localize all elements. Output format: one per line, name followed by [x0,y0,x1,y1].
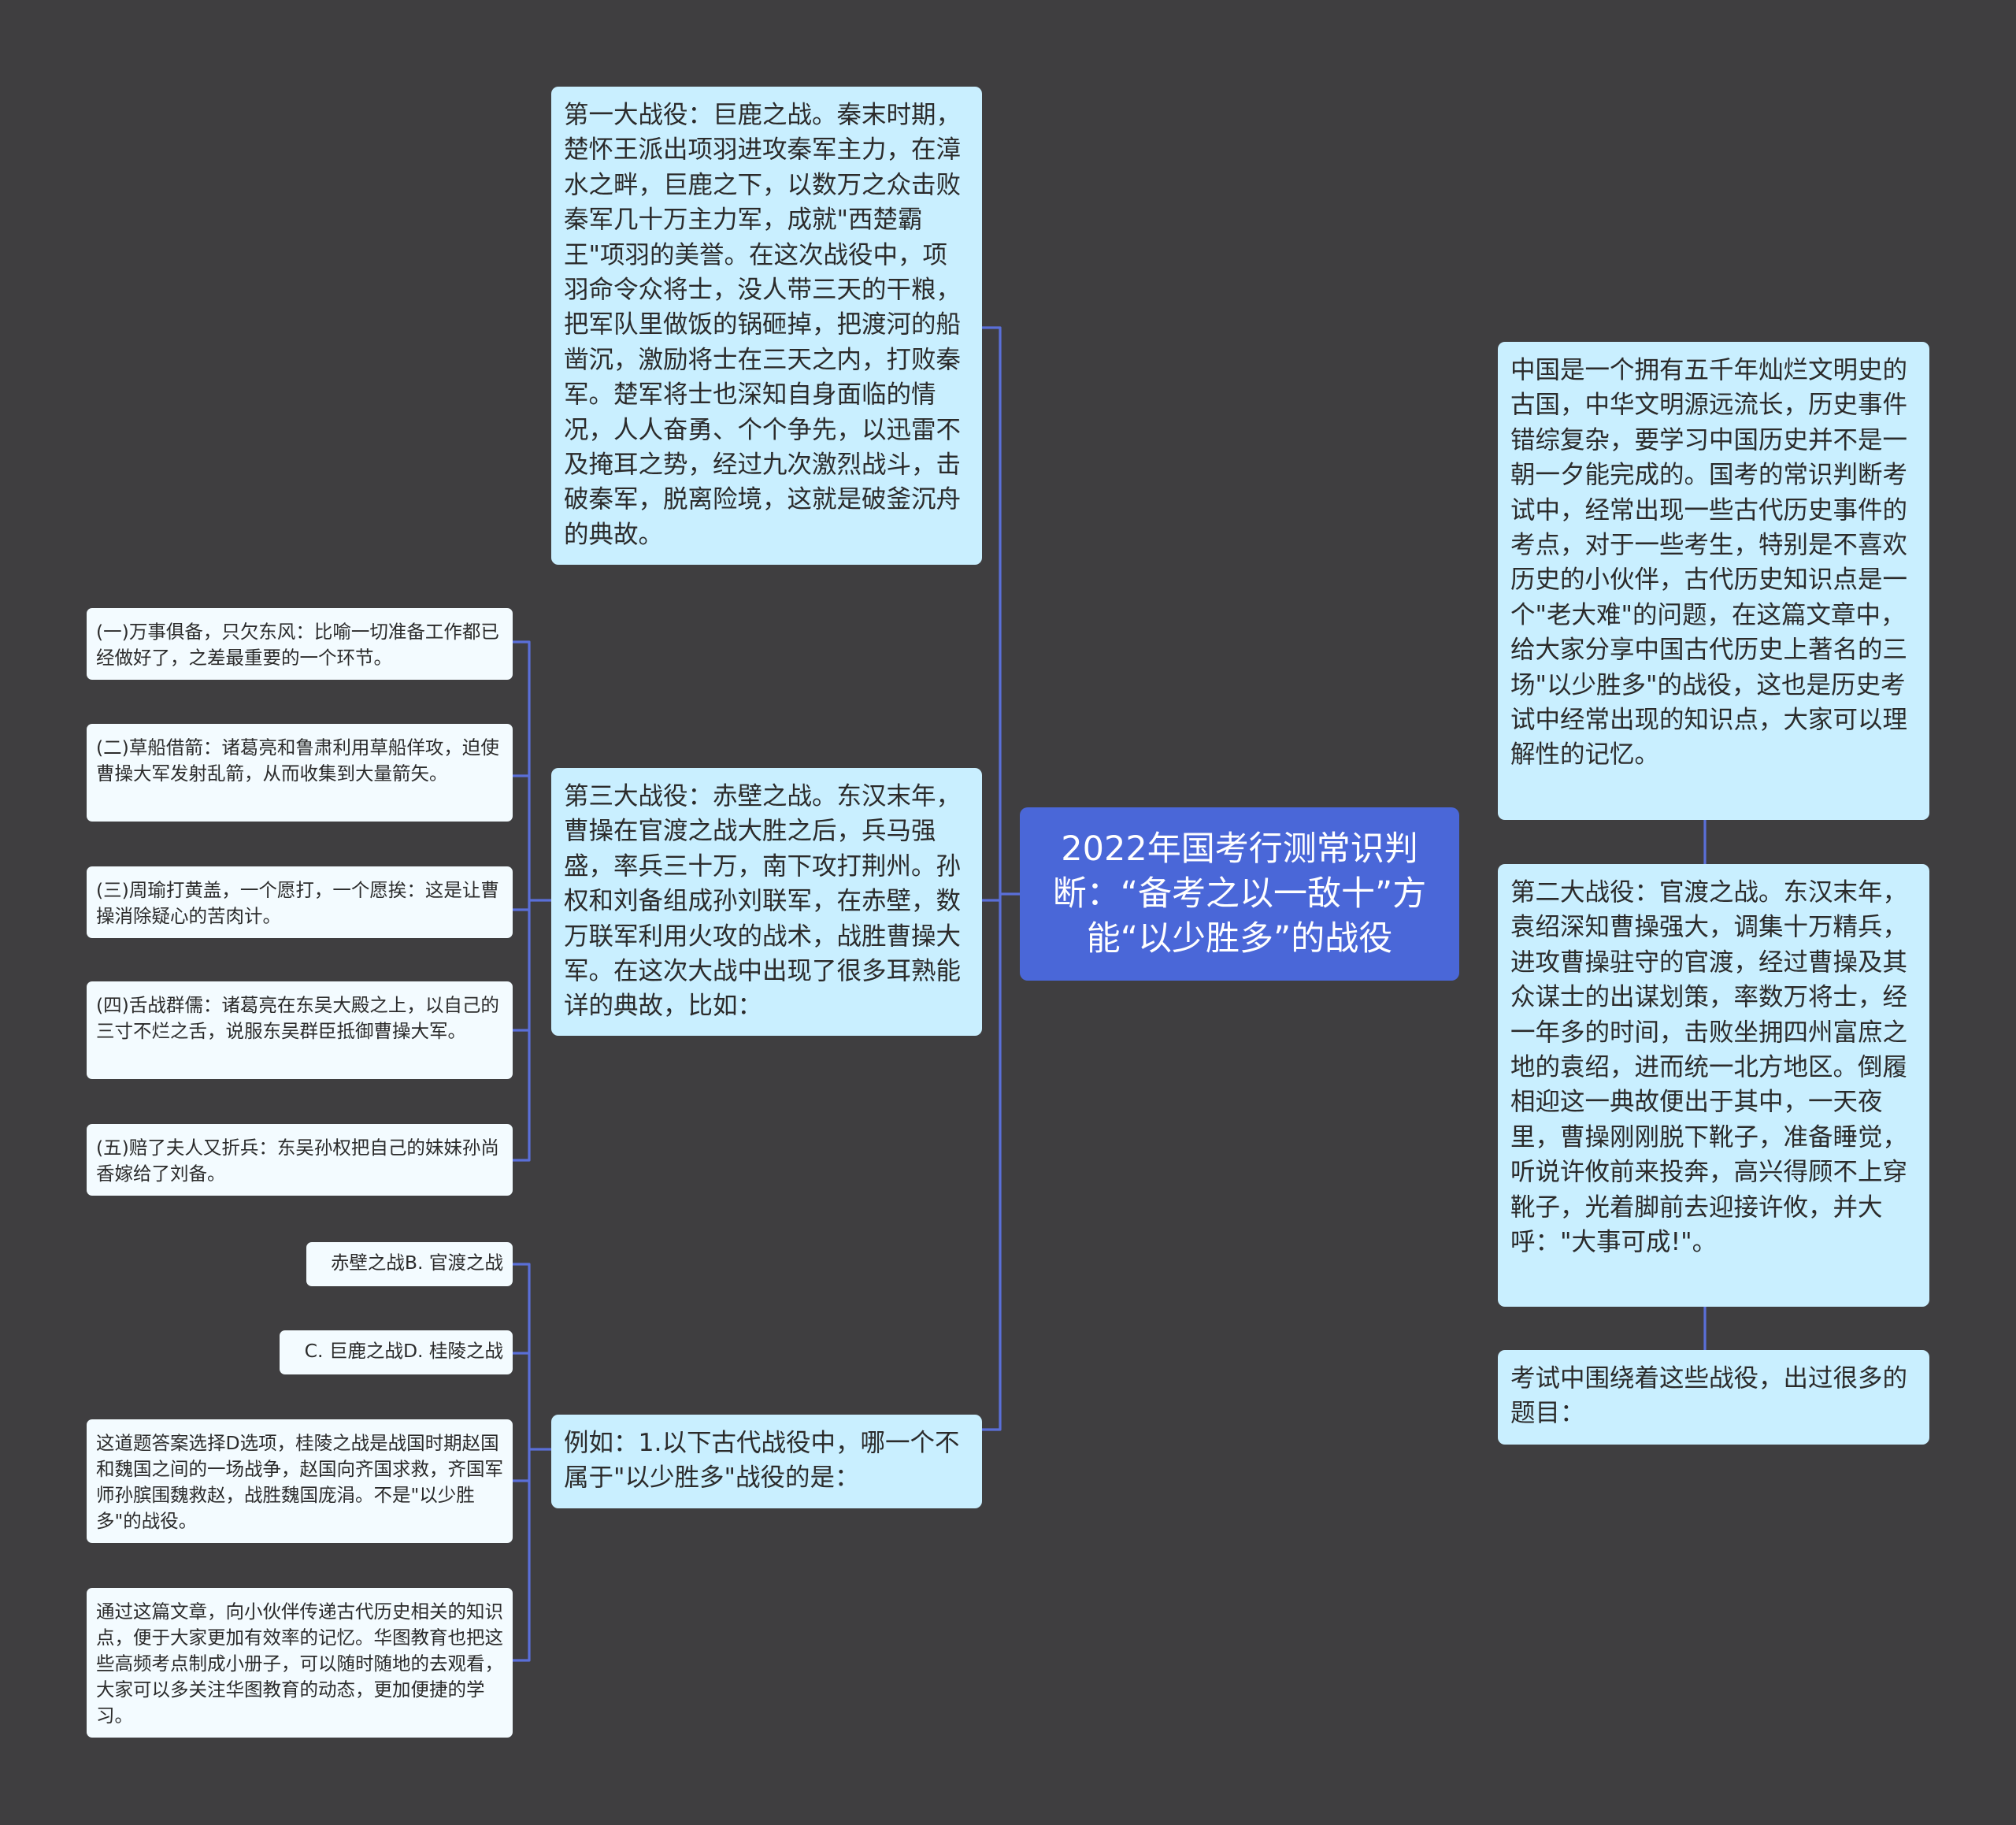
link-example-children [511,1263,553,1662]
branch-battle-julu[interactable]: 第一大战役：巨鹿之战。秦末时期，楚怀王派出项羽进攻秦军主力，在漳水之畔，巨鹿之下… [551,87,982,565]
leaf-closing-note[interactable]: 通过这篇文章，向小伙伴传递古代历史相关的知识点，便于大家更加有效率的记忆。华图教… [87,1588,513,1738]
leaf-chibi-idiom-1[interactable]: (一)万事俱备，只欠东风：比喻一切准备工作都已经做好了，之差最重要的一个环节。 [87,608,513,680]
link-root-left [980,326,1021,1431]
leaf-option-ab[interactable]: 赤壁之战B. 官渡之战 [306,1242,513,1286]
leaf-chibi-idiom-3[interactable]: (三)周瑜打黄盖，一个愿打，一个愿挨：这是让曹操消除疑心的苦肉计。 [87,866,513,938]
root-topic-label: 2022年国考行测常识判断：“备考之以一敌十”方能“以少胜多”的战役 [1052,829,1427,959]
leaf-chibi-idiom-2[interactable]: (二)草船借箭：诸葛亮和鲁肃利用草船佯攻，迫使曹操大军发射乱箭，从而收集到大量箭… [87,724,513,822]
leaf-answer-explanation[interactable]: 这道题答案选择D选项，桂陵之战是战国时期赵国和魏国之间的一场战争，赵国向齐国求救… [87,1419,513,1543]
branch-battle-chibi[interactable]: 第三大战役：赤壁之战。东汉末年，曹操在官渡之战大胜之后，兵马强盛，率兵三十万，南… [551,768,982,1036]
root-topic[interactable]: 2022年国考行测常识判断：“备考之以一敌十”方能“以少胜多”的战役 [1020,807,1459,981]
leaf-option-cd[interactable]: C. 巨鹿之战D. 桂陵之战 [280,1330,513,1374]
link-battle3-children [511,640,553,1162]
leaf-chibi-idiom-4[interactable]: (四)舌战群儒：诸葛亮在东吴大殿之上，以自己的三寸不烂之舌，说服东吴群臣抵御曹操… [87,981,513,1079]
branch-battle-guandu[interactable]: 第二大战役：官渡之战。东汉末年，袁绍深知曹操强大，调集十万精兵，进攻曹操驻守的官… [1498,864,1929,1307]
leaf-chibi-idiom-5[interactable]: (五)赔了夫人又折兵：东吴孙权把自己的妹妹孙尚香嫁给了刘备。 [87,1124,513,1196]
branch-intro[interactable]: 中国是一个拥有五千年灿烂文明史的古国，中华文明源远流长，历史事件错综复杂，要学习… [1498,342,1929,820]
branch-example-question[interactable]: 例如：1.以下古代战役中，哪一个不属于"以少胜多"战役的是： [551,1415,982,1508]
branch-exam-questions[interactable]: 考试中围绕着这些战役，出过很多的题目： [1498,1350,1929,1445]
